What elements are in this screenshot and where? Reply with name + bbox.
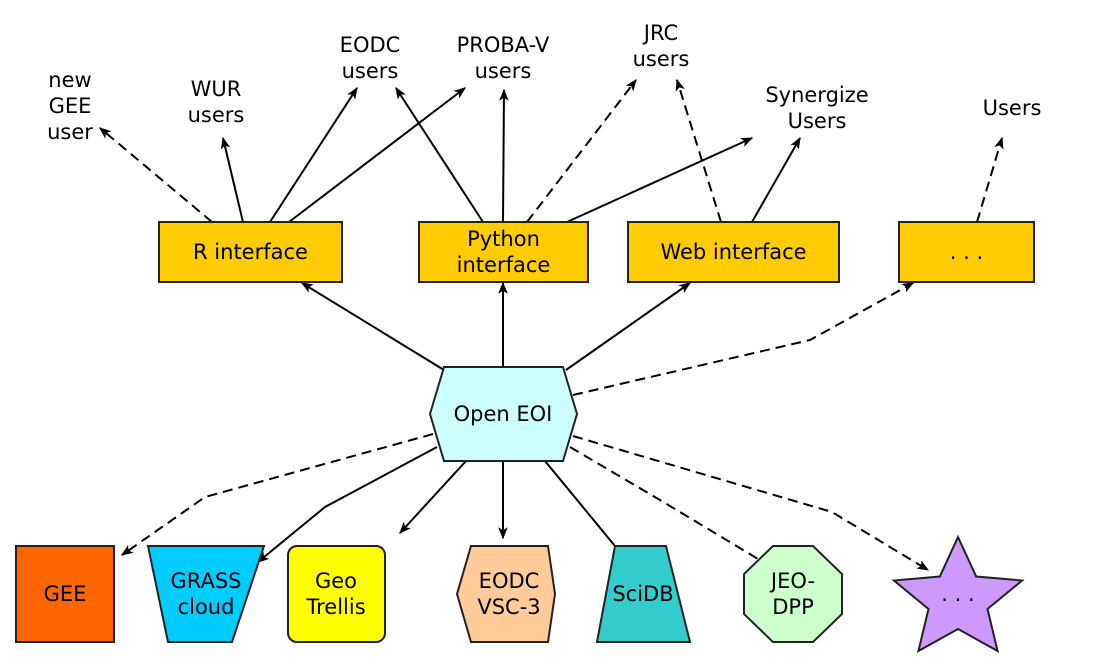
star-shape <box>891 534 1025 653</box>
backend-jeodpp-label: JEO- <box>769 569 815 593</box>
interface-web-label: Web interface <box>660 240 806 264</box>
user-group-wur-label: WUR <box>191 77 242 101</box>
user-group-jrc-label: JRC <box>642 21 678 45</box>
backend-eodc-label: VSC-3 <box>477 595 540 619</box>
backend-scidb[interactable]: SciDB <box>595 545 692 643</box>
backend-more_be[interactable]: . . . <box>891 534 1025 653</box>
edge-python-to-eodc_users <box>395 86 484 223</box>
user-group-gee_user-label: new <box>48 68 91 92</box>
user-group-probav-label: users <box>475 59 532 83</box>
edge-web-to-jrc <box>675 78 722 223</box>
edge-r-to-eodc_users <box>269 86 358 223</box>
interface-python-label: Python <box>467 227 540 251</box>
user-group-synergize-label: Synergize <box>765 83 868 107</box>
backend-geotrellis-label: Trellis <box>305 595 365 619</box>
open-eoi-label: Open EOI <box>454 402 553 426</box>
trapezoid-shape <box>595 545 692 643</box>
octagon-shape <box>743 545 843 643</box>
rect-shape <box>418 221 589 283</box>
edge-python-to-jrc <box>526 79 637 223</box>
user-group-probav-label: PROBA-V <box>457 33 550 57</box>
edge-openeoi-to-web <box>565 282 691 371</box>
hexagon-shape <box>455 545 557 643</box>
edge-openeoi-to-scidb <box>544 460 625 558</box>
backend-gee[interactable]: GEE <box>15 545 115 643</box>
hexagon-shape <box>428 366 579 462</box>
rect-shape <box>158 221 343 283</box>
user-group-users-label: Users <box>983 96 1042 120</box>
user-group-wur-label: users <box>188 103 245 127</box>
backend-jeodpp-label: DPP <box>772 595 814 619</box>
edge-openeoi-to-gee <box>121 433 434 556</box>
edge-r-to-probav <box>288 87 466 223</box>
user-group-labels: newGEEuserWURusersEODCusersPROBA-VusersJ… <box>47 21 1041 144</box>
interface-r-label: R interface <box>193 240 308 264</box>
edge-web-to-synergize <box>751 136 801 223</box>
user-group-eodc_users-label: EODC <box>340 33 401 57</box>
edge-python-to-synergize <box>566 137 754 223</box>
backend-jeodpp[interactable]: JEO-DPP <box>743 545 843 643</box>
edge-r-to-gee_user <box>99 127 213 223</box>
edge-openeoi-to-more_if <box>572 282 915 396</box>
backend-grass-label: cloud <box>178 595 235 619</box>
user-group-jrc-label: users <box>633 47 690 71</box>
backend-scidb-label: SciDB <box>612 582 673 606</box>
edge-openeoi-to-jeodpp <box>569 446 770 566</box>
inverted-trapezoid-shape <box>146 545 266 643</box>
user-group-eodc_users-label: users <box>342 59 399 83</box>
edge-openeoi-to-grass <box>257 446 438 563</box>
rounded-rect-shape <box>287 545 386 643</box>
rect-shape <box>627 221 840 283</box>
rect-shape <box>898 221 1035 283</box>
edges <box>99 78 1004 571</box>
edge-openeoi-to-more_be <box>572 435 930 571</box>
interface-r[interactable]: R interface <box>158 221 343 283</box>
interface-more_if[interactable]: . . . <box>898 221 1035 283</box>
edge-python-to-probav <box>499 88 509 223</box>
user-group-gee_user-label: GEE <box>49 94 92 118</box>
backend-eodc-label: EODC <box>479 569 540 593</box>
edge-openeoi-to-r <box>300 282 445 371</box>
edge-r-to-wur <box>220 136 244 223</box>
backend-more_be-label: . . . <box>941 582 974 606</box>
interface-python-label: interface <box>457 253 551 277</box>
interface-more_if-label: . . . <box>950 240 983 264</box>
square-shape <box>15 545 115 643</box>
backend-geotrellis-label: Geo <box>315 569 357 593</box>
edge-more_if-to-users <box>976 136 1004 223</box>
node-open-eoi[interactable]: Open EOI <box>428 366 579 462</box>
edge-openeoi-to-geotrellis <box>399 460 467 534</box>
interface-web[interactable]: Web interface <box>627 221 840 283</box>
user-group-gee_user-label: user <box>47 120 93 144</box>
backend-grass-label: GRASS <box>170 569 241 593</box>
backend-gee-label: GEE <box>44 582 87 606</box>
user-group-synergize-label: Users <box>788 109 847 133</box>
